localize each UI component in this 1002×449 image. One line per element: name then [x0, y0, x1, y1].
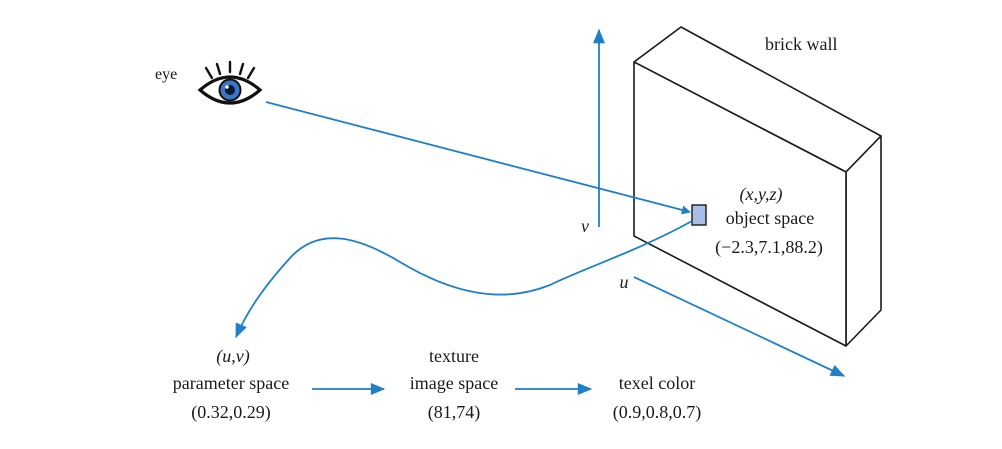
brick-wall-label: brick wall: [765, 34, 837, 54]
object-values-label: (−2.3,7.1,88.2): [715, 237, 823, 258]
u-axis-arrow: [633, 276, 846, 377]
texture-values-label: (81,74): [428, 402, 481, 423]
wall-side-face: [845, 135, 882, 347]
param-space-label: parameter space: [173, 373, 289, 393]
eye-icon: [197, 60, 263, 105]
param-values-label: (0.32,0.29): [191, 402, 271, 423]
image-space-label: image space: [410, 373, 498, 393]
texel-values-label: (0.9,0.8,0.7): [613, 402, 702, 423]
texture-label: texture: [429, 346, 479, 366]
wall-front-face: [633, 61, 847, 347]
inverse-mapping-curve-arrow: [235, 220, 693, 339]
u-axis-label: u: [620, 272, 629, 292]
eye-label: eye: [155, 66, 177, 83]
object-space-label: object space: [726, 208, 814, 228]
surface-patch: [691, 204, 707, 226]
texel-color-label: texel color: [619, 373, 695, 393]
object-coords-label: (x,y,z): [740, 184, 783, 205]
brick-wall-box: [633, 26, 882, 347]
eye-ray-arrow: [265, 101, 691, 215]
v-axis-label: v: [581, 216, 589, 236]
param-coords-label: (u,v): [216, 346, 249, 367]
